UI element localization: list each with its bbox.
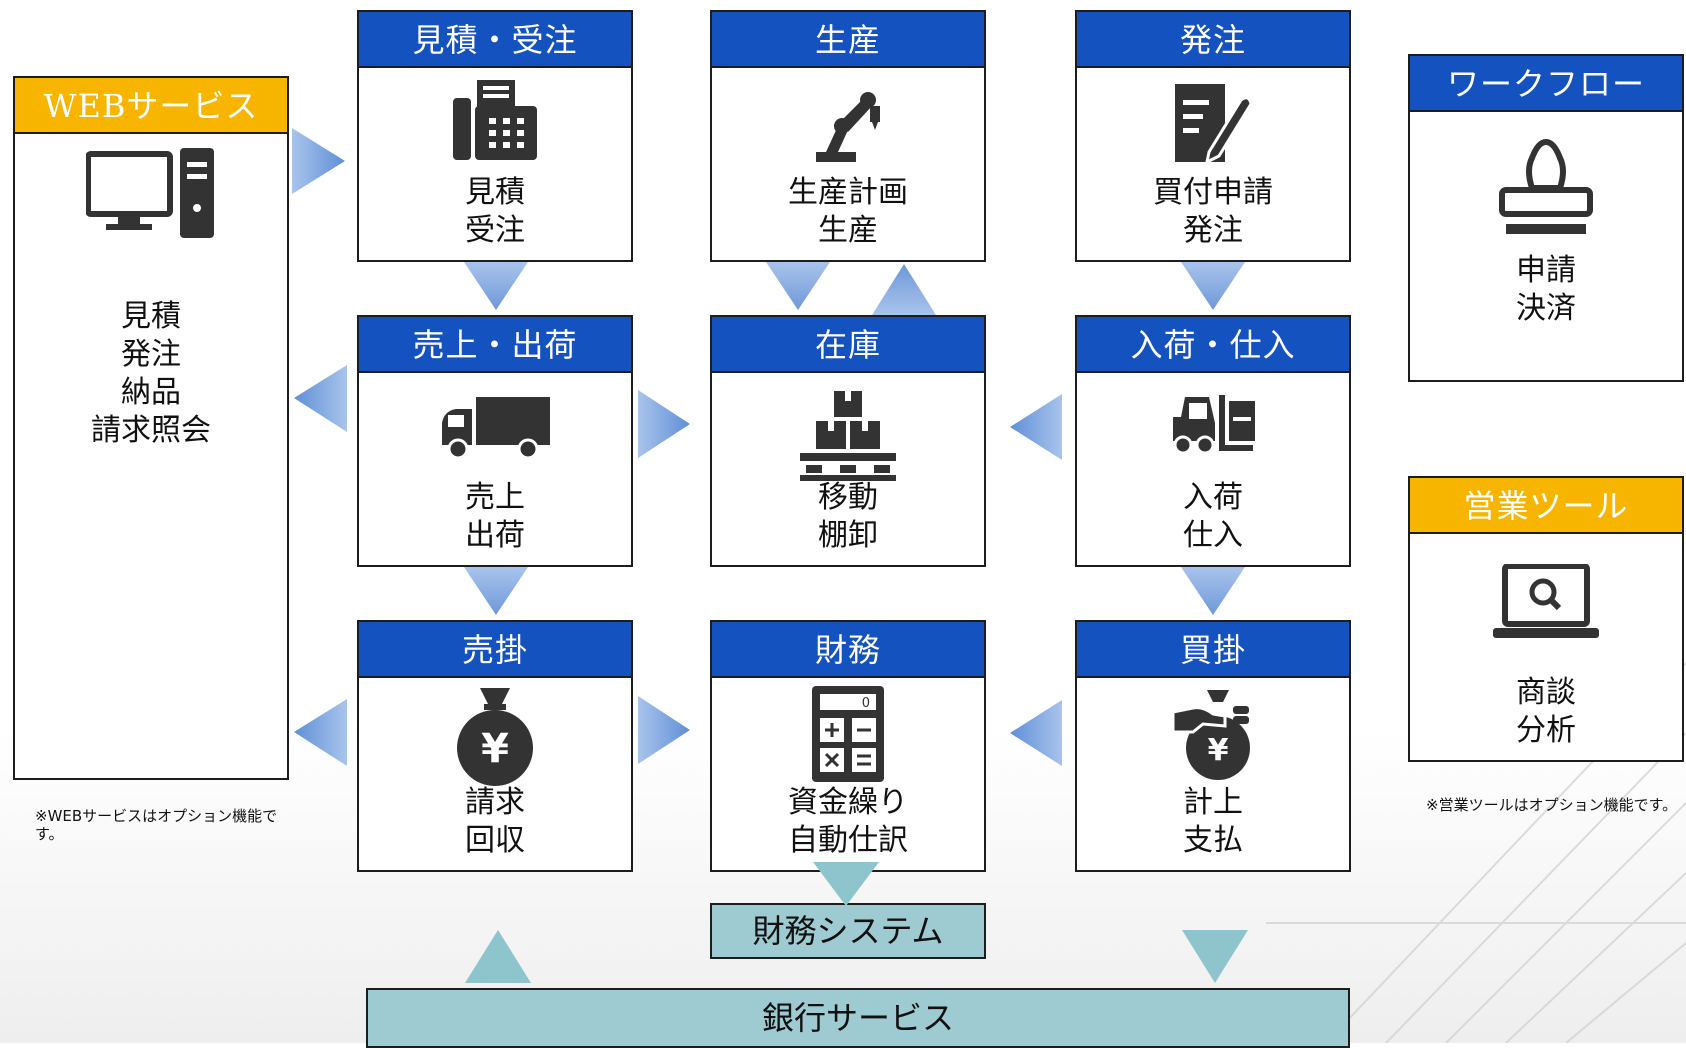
web-service-note: ※WEBサービスはオプション機能です。 [35, 807, 278, 843]
module-lines: 資金繰り 自動仕訳 [712, 784, 984, 860]
arrow-up-teal [465, 930, 531, 983]
module-zaiko: 在庫 移動 棚卸 [710, 315, 986, 567]
module-mitsumori: 見積・受注 見積 受注 [357, 10, 633, 262]
web-line: 発注 [121, 337, 181, 372]
arrow-down [1181, 567, 1245, 615]
workflow-line: 申請 [1516, 253, 1576, 288]
web-service-panel: WEBサービス 見積 発注 納品 請求照会 [13, 76, 289, 780]
arrow-right [292, 128, 345, 194]
desktop-computer-icon [15, 148, 287, 238]
sales-tool-note: ※営業ツールはオプション機能です。 [1426, 796, 1678, 814]
arrow-left [1010, 394, 1062, 460]
workflow-title: ワークフロー [1410, 56, 1682, 112]
robot-arm-icon [712, 86, 984, 166]
arrow-down [766, 262, 830, 310]
module-line: 資金繰り [788, 785, 908, 820]
module-title: 在庫 [712, 317, 984, 373]
module-title: 売上・出荷 [359, 317, 631, 373]
module-line: 売上 [465, 480, 525, 515]
calculator-icon: 0 [712, 686, 984, 782]
module-title: 買掛 [1077, 622, 1349, 678]
module-line: 棚卸 [818, 518, 878, 553]
module-lines: 生産計画 生産 [712, 174, 984, 250]
sales-tool-line: 商談 [1516, 675, 1576, 710]
module-nyuka: 入荷・仕入 入荷 仕入 [1075, 315, 1351, 567]
module-line: 回収 [465, 823, 525, 858]
module-lines: 移動 棚卸 [712, 479, 984, 555]
module-title: 見積・受注 [359, 12, 631, 68]
arrow-right [638, 390, 690, 458]
module-lines: 請求 回収 [359, 784, 631, 860]
module-line: 見積 [465, 175, 525, 210]
module-lines: 見積 受注 [359, 174, 631, 250]
money-bag-yen-icon: ¥ [359, 686, 631, 786]
arrow-up [872, 264, 936, 315]
module-lines: 計上 支払 [1077, 784, 1349, 860]
module-title: 売掛 [359, 622, 631, 678]
arrow-left [1010, 700, 1062, 766]
web-service-lines: 見積 発注 納品 請求照会 [15, 298, 287, 450]
sales-tool-panel: 営業ツール 商談 分析 [1408, 476, 1684, 762]
workflow-line: 決済 [1516, 291, 1576, 326]
arrow-down [464, 567, 528, 615]
laptop-search-icon [1410, 564, 1682, 644]
arrow-down [1181, 262, 1245, 310]
module-title: 生産 [712, 12, 984, 68]
module-line: 移動 [818, 480, 878, 515]
sales-tool-line: 分析 [1516, 713, 1576, 748]
sales-tool-lines: 商談 分析 [1410, 674, 1682, 750]
web-service-title: WEBサービス [15, 78, 287, 134]
arrow-down-teal [813, 862, 879, 906]
arrow-down-teal [1182, 930, 1248, 983]
stacked-boxes-icon [712, 391, 984, 481]
module-lines: 売上 出荷 [359, 479, 631, 555]
module-line: 買付申請 [1153, 175, 1273, 210]
module-line: 入荷 [1183, 480, 1243, 515]
arrow-left [294, 699, 347, 766]
truck-icon [359, 397, 631, 461]
svg-text:0: 0 [862, 696, 870, 711]
module-line: 生産 [818, 213, 878, 248]
module-kaikake: 買掛 ¥ 計上 支払 [1075, 620, 1351, 872]
module-seisan: 生産 生産計画 生産 [710, 10, 986, 262]
module-line: 出荷 [465, 518, 525, 553]
stamp-icon [1410, 138, 1682, 242]
module-line: 請求 [465, 785, 525, 820]
module-line: 仕入 [1183, 518, 1243, 553]
module-hatchu: 発注 買付申請 発注 [1075, 10, 1351, 262]
svg-text:¥: ¥ [481, 726, 509, 772]
finance-system-box: 財務システム [710, 903, 986, 959]
module-line: 発注 [1183, 213, 1243, 248]
module-line: 生産計画 [788, 175, 908, 210]
module-lines: 買付申請 発注 [1077, 174, 1349, 250]
module-lines: 入荷 仕入 [1077, 479, 1349, 555]
fax-icon [359, 80, 631, 164]
sales-tool-title: 営業ツール [1410, 478, 1682, 534]
module-zaimu: 財務 0 資金繰り 自動仕訳 [710, 620, 986, 872]
arrow-down [464, 262, 528, 310]
arrow-right [638, 696, 690, 764]
finance-system-label: 財務システム [752, 912, 944, 950]
module-urikake: 売掛 ¥ 請求 回収 [357, 620, 633, 872]
hand-money-bag-icon: ¥ [1077, 688, 1349, 784]
module-title: 発注 [1077, 12, 1349, 68]
workflow-lines: 申請 決済 [1410, 252, 1682, 328]
module-title: 入荷・仕入 [1077, 317, 1349, 373]
module-line: 支払 [1183, 823, 1243, 858]
module-line: 受注 [465, 213, 525, 248]
web-line: 見積 [121, 299, 181, 334]
bank-service-label: 銀行サービス [761, 999, 954, 1037]
document-pen-icon [1077, 82, 1349, 166]
module-line: 計上 [1183, 785, 1243, 820]
web-line: 納品 [121, 375, 181, 410]
workflow-panel: ワークフロー 申請 決済 [1408, 54, 1684, 382]
module-uriage: 売上・出荷 売上 出荷 [357, 315, 633, 567]
module-title: 財務 [712, 622, 984, 678]
arrow-left [294, 365, 347, 432]
svg-text:¥: ¥ [1208, 733, 1229, 768]
forklift-icon [1077, 395, 1349, 455]
web-line: 請求照会 [91, 413, 211, 448]
module-line: 自動仕訳 [788, 823, 908, 858]
